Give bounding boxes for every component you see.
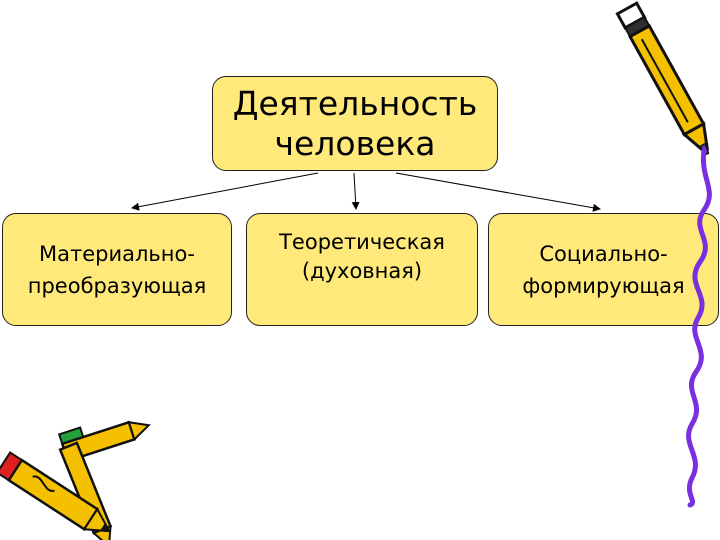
- crossed-pencils-icon: [0, 0, 720, 540]
